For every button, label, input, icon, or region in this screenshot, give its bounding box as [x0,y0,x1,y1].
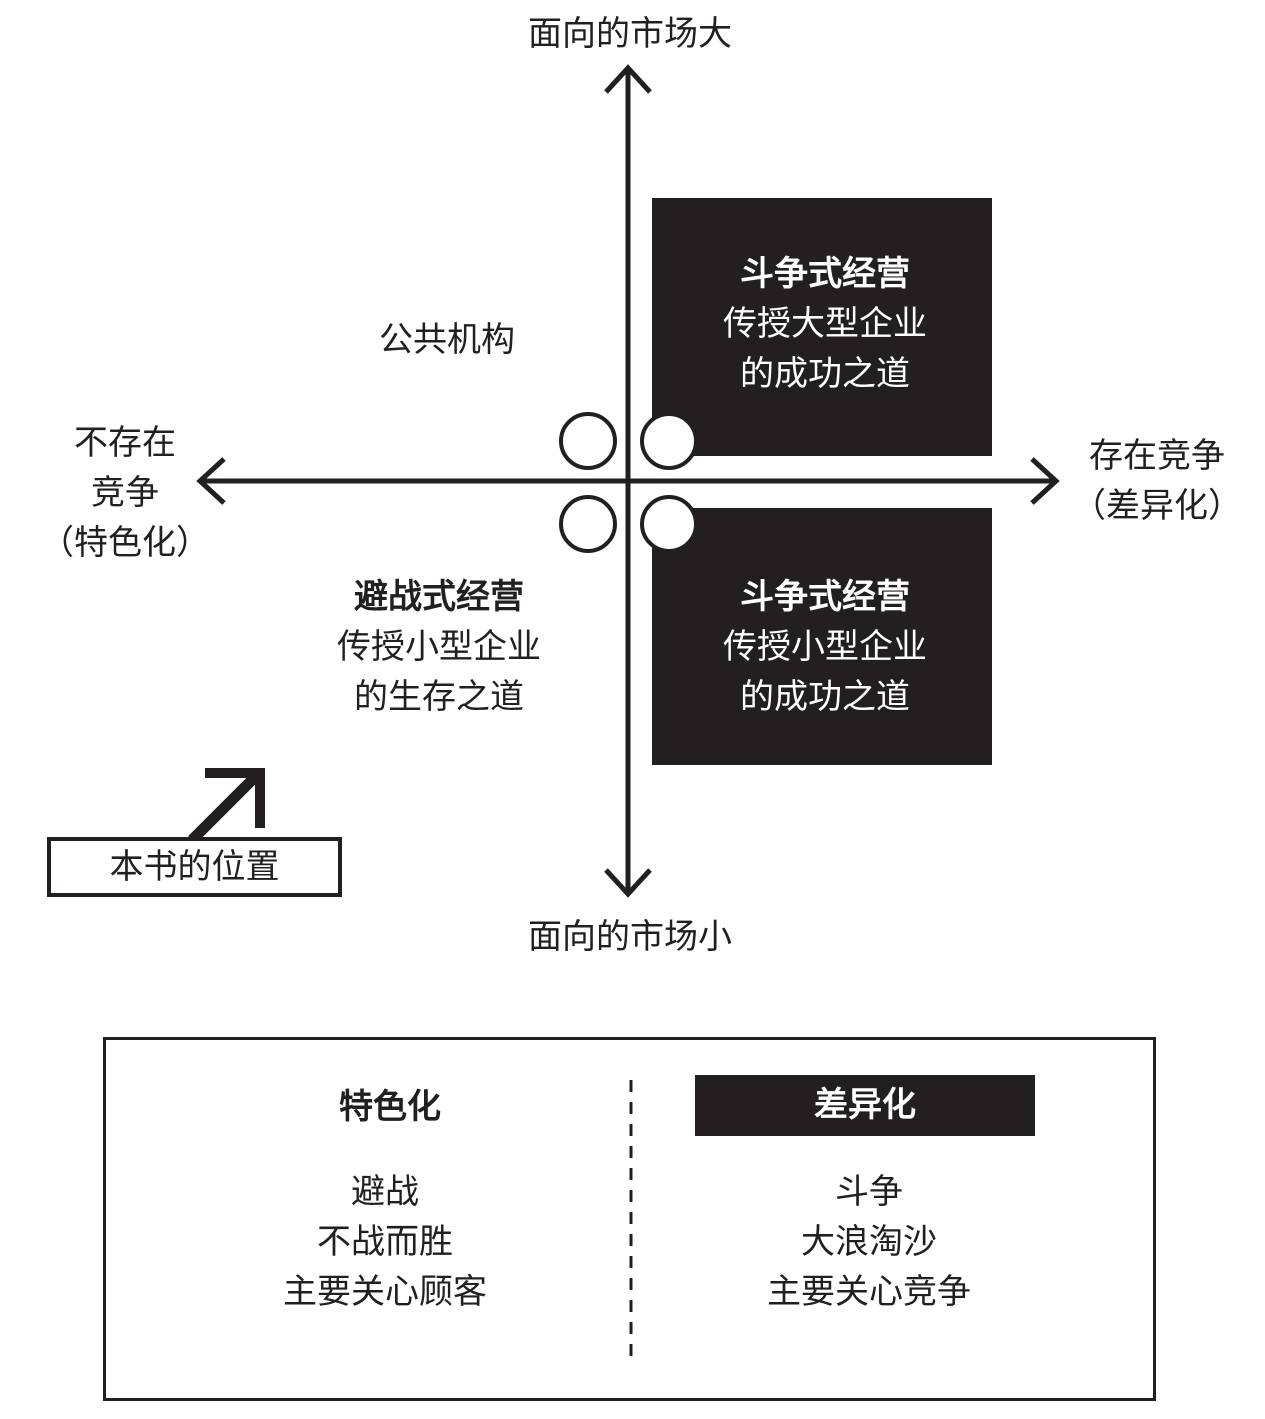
circle-top-right [640,412,698,470]
legend-box [103,1037,1156,1401]
arrow-left-icon [196,457,226,505]
axis-label-top: 面向的市场大 [528,15,732,53]
pointer-arrow-icon [188,768,265,844]
quadrant-top-right-box [652,198,992,456]
position-label: 本书的位置 [47,837,342,897]
quadrant-top-left-label: 公共机构 [379,321,515,359]
arrow-down-icon [604,868,652,898]
quadrant-bottom-right-box [652,508,992,765]
legend-left-title: 特色化 [339,1088,441,1126]
circle-top-left [559,412,617,470]
circle-bottom-right [640,495,698,553]
axis-label-bottom: 面向的市场小 [528,918,732,956]
arrow-right-icon [1030,457,1060,505]
arrow-up-icon [604,64,652,94]
legend-right-title: 差异化 [695,1075,1035,1136]
circle-bottom-left [559,495,617,553]
